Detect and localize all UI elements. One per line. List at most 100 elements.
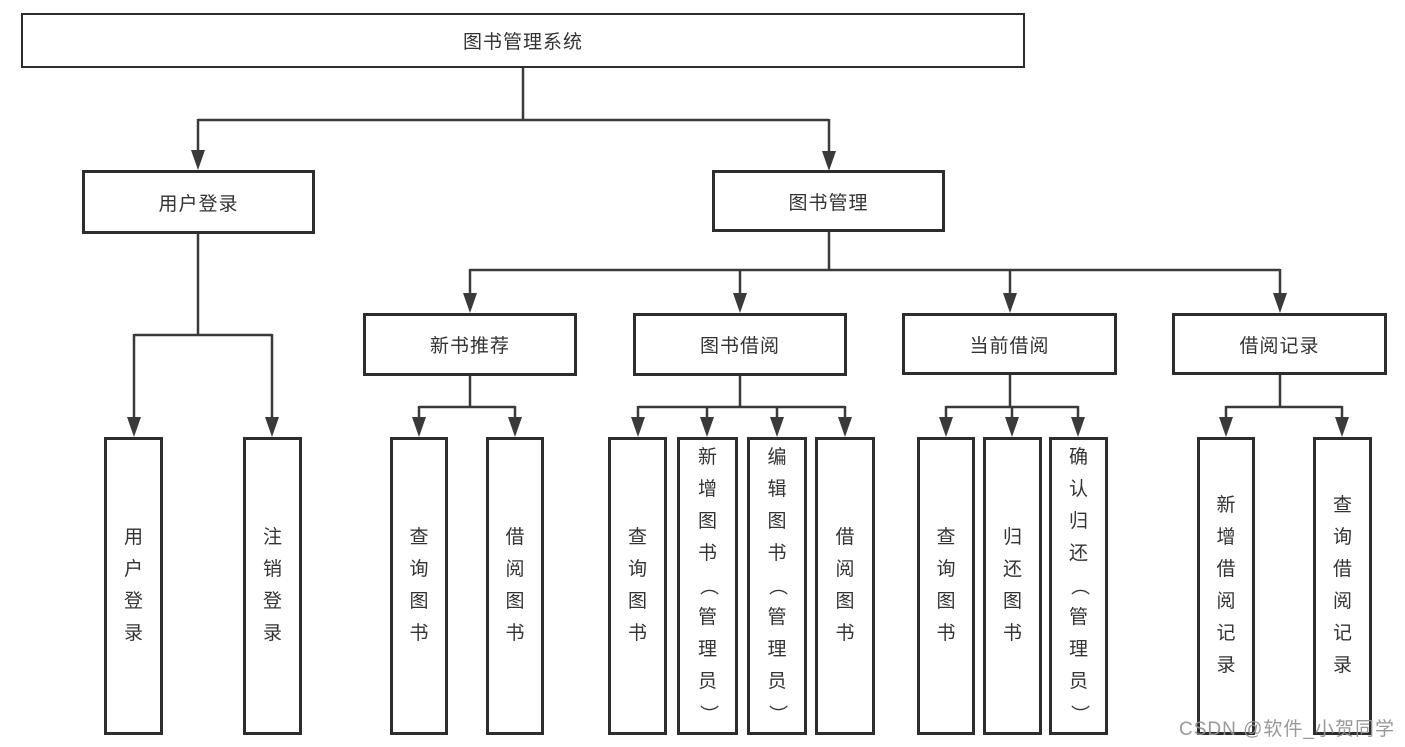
vertical-char: 图: [505, 591, 525, 612]
vertical-char: 员: [1068, 671, 1088, 692]
leaf-add-borrow-record: 新增借阅记录: [1197, 437, 1255, 735]
vertical-char: 录: [1332, 655, 1352, 676]
vertical-char: （: [766, 576, 788, 596]
node-borrow-records: 借阅记录: [1172, 313, 1387, 375]
connectors-book-borrow-to-leaves: [631, 376, 852, 437]
vertical-char: 理: [697, 639, 717, 660]
leaf-return-books: 归还图书: [983, 437, 1042, 735]
vertical-char: （: [697, 576, 719, 596]
vertical-char: 查: [627, 527, 647, 548]
vertical-char: 图: [767, 511, 787, 532]
vertical-char: 图: [936, 591, 956, 612]
vertical-char: 书: [936, 623, 956, 644]
vertical-char: 登: [123, 591, 143, 612]
vertical-char: 新: [697, 447, 717, 468]
vertical-char: 询: [1332, 527, 1352, 548]
vertical-char: 理: [1068, 639, 1088, 660]
leaf-add-books-admin: 新增图书 （ 管理员 ）: [677, 437, 738, 735]
vertical-char: 询: [409, 559, 429, 580]
leaf-query-books-current: 查询图书: [917, 437, 975, 735]
vertical-char: 书: [1002, 623, 1022, 644]
vertical-char: 借: [505, 527, 525, 548]
vertical-char: 管: [767, 607, 787, 628]
vertical-char: 书: [697, 543, 717, 564]
vertical-char: 录: [123, 623, 143, 644]
node-new-book-recommend: 新书推荐: [363, 313, 577, 376]
vertical-char: 借: [1216, 559, 1236, 580]
vertical-char: 确: [1068, 447, 1088, 468]
vertical-char: 用: [123, 527, 143, 548]
vertical-char: 查: [409, 527, 429, 548]
vertical-char: 管: [697, 607, 717, 628]
vertical-char: 编: [767, 447, 787, 468]
vertical-char: 借: [835, 527, 855, 548]
vertical-char: 借: [1332, 559, 1352, 580]
vertical-char: 书: [409, 623, 429, 644]
vertical-char: 员: [697, 671, 717, 692]
csdn-watermark: CSDN @软件_小贺同学: [1179, 719, 1395, 740]
connectors-root-to-level2: [191, 68, 836, 171]
vertical-char: 书: [505, 623, 525, 644]
vertical-char: 图: [1002, 591, 1022, 612]
root-node-library-management-system: 图书管理系统: [21, 13, 1025, 68]
vertical-char: 书: [835, 623, 855, 644]
vertical-char: 销: [262, 559, 282, 580]
vertical-char: 图: [627, 591, 647, 612]
vertical-char: 阅: [1216, 591, 1236, 612]
node-book-management: 图书管理: [712, 170, 945, 232]
vertical-char: ）: [1068, 704, 1090, 724]
node-book-borrow: 图书借阅: [633, 313, 847, 376]
leaf-user-login: 用户登录: [104, 437, 163, 735]
vertical-char: 归: [1002, 527, 1022, 548]
vertical-char: 记: [1332, 623, 1352, 644]
vertical-char: 记: [1216, 623, 1236, 644]
vertical-char: （: [1068, 576, 1090, 596]
vertical-char: 还: [1068, 543, 1088, 564]
leaf-query-books-borrow: 查询图书: [608, 437, 667, 735]
vertical-char: 询: [627, 559, 647, 580]
connectors-borrow-records-to-leaves: [1219, 375, 1349, 437]
vertical-char: 辑: [767, 479, 787, 500]
vertical-char: ）: [697, 704, 719, 724]
vertical-char: 图: [835, 591, 855, 612]
vertical-char: 归: [1068, 511, 1088, 532]
leaf-query-books-recommend: 查询图书: [390, 437, 448, 735]
vertical-char: 员: [767, 671, 787, 692]
vertical-char: 阅: [1332, 591, 1352, 612]
node-current-borrow: 当前借阅: [902, 313, 1117, 375]
vertical-char: 图: [697, 511, 717, 532]
vertical-char: 书: [627, 623, 647, 644]
vertical-char: 查: [936, 527, 956, 548]
leaf-borrow-books: 借阅图书: [815, 437, 875, 735]
vertical-char: 录: [262, 623, 282, 644]
vertical-char: 阅: [835, 559, 855, 580]
connectors-book-management-to-level3: [463, 232, 1287, 313]
connectors-new-book-recommend-to-leaves: [412, 376, 522, 437]
vertical-char: 阅: [505, 559, 525, 580]
vertical-char: 管: [1068, 607, 1088, 628]
vertical-char: 还: [1002, 559, 1022, 580]
leaf-query-borrow-record: 查询借阅记录: [1313, 437, 1372, 735]
vertical-char: 询: [936, 559, 956, 580]
vertical-char: 理: [767, 639, 787, 660]
leaf-logout-login: 注销登录: [243, 437, 302, 735]
connectors-user-login-to-leaves: [127, 234, 279, 437]
vertical-char: 登: [262, 591, 282, 612]
vertical-char: 认: [1068, 479, 1088, 500]
vertical-char: 注: [262, 527, 282, 548]
node-user-login: 用户登录: [82, 170, 315, 234]
vertical-char: 增: [1216, 527, 1236, 548]
leaf-borrow-books-recommend: 借阅图书: [486, 437, 544, 735]
vertical-char: 户: [123, 559, 143, 580]
vertical-char: 查: [1332, 495, 1352, 516]
vertical-char: 录: [1216, 655, 1236, 676]
connectors-current-borrow-to-leaves: [939, 375, 1085, 437]
vertical-char: 书: [767, 543, 787, 564]
vertical-char: 增: [697, 479, 717, 500]
vertical-char: 新: [1216, 495, 1236, 516]
vertical-char: ）: [766, 704, 788, 724]
vertical-char: 图: [409, 591, 429, 612]
leaf-edit-books-admin: 编辑图书 （ 管理员 ）: [747, 437, 807, 735]
